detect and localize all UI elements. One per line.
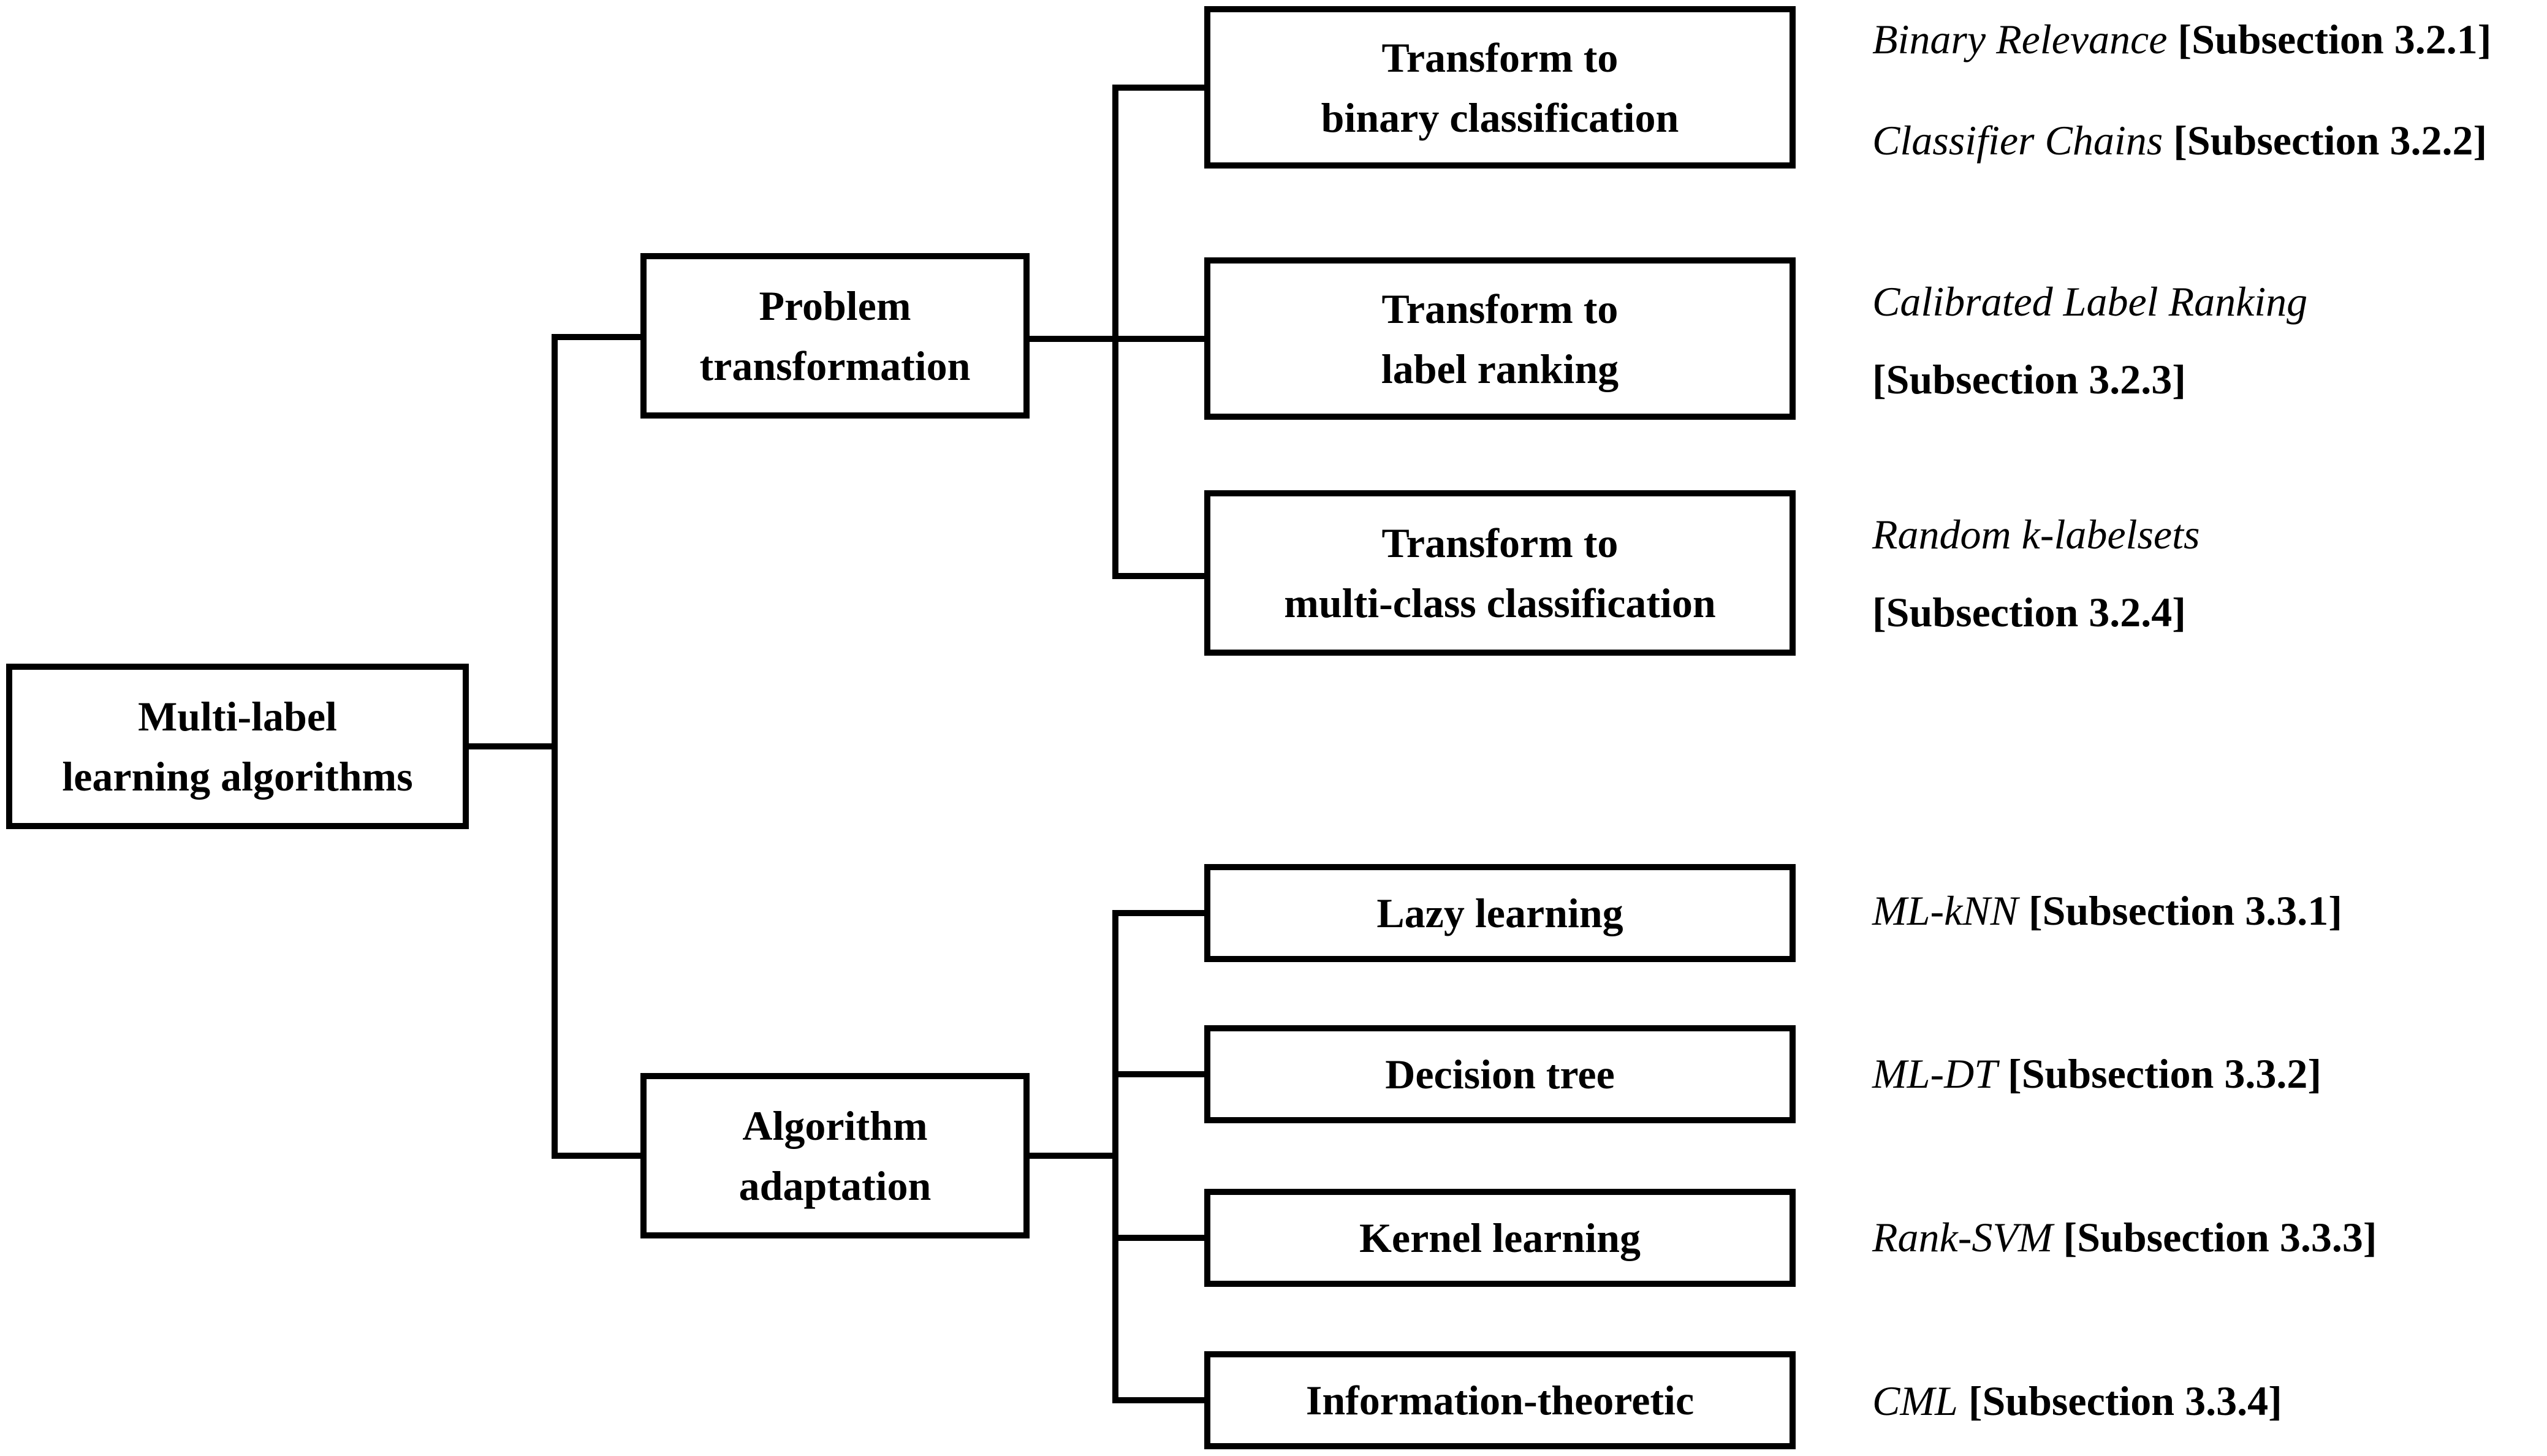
ref-ml-knn: ML-kNN [Subsection 3.3.1] bbox=[1872, 881, 2342, 941]
ref-classifier-chains: Classifier Chains [Subsection 3.2.2] bbox=[1872, 110, 2487, 170]
ref-calibrated-label-ranking-algorithm: Calibrated Label Ranking bbox=[1872, 271, 2307, 332]
algorithm-adaptation-node: Algorithm adaptation bbox=[640, 1073, 1030, 1238]
algorithm-adaptation-line2: adaptation bbox=[738, 1162, 932, 1209]
binary-classification-line2: binary classification bbox=[1321, 94, 1679, 141]
kernel-learning-node: Kernel learning bbox=[1204, 1189, 1796, 1287]
lazy-learning-label: Lazy learning bbox=[1376, 890, 1623, 936]
ref-subsection: [Subsection 3.2.2] bbox=[2173, 117, 2488, 164]
ref-algorithm: ML-DT bbox=[1872, 1050, 1998, 1097]
ref-algorithm: Classifier Chains bbox=[1872, 117, 2163, 164]
root-node-line2: learning algorithms bbox=[62, 753, 413, 800]
multi-class-classification-node: Transform to multi-class classification bbox=[1204, 490, 1796, 656]
ref-subsection: [Subsection 3.3.3] bbox=[2063, 1214, 2377, 1261]
label-ranking-line2: label ranking bbox=[1381, 345, 1619, 392]
problem-transformation-line2: transformation bbox=[699, 343, 971, 389]
multi-class-classification-line2: multi-class classification bbox=[1284, 580, 1716, 626]
decision-tree-label: Decision tree bbox=[1385, 1051, 1615, 1098]
label-ranking-line1: Transform to bbox=[1381, 285, 1619, 332]
multi-class-classification-line1: Transform to bbox=[1381, 520, 1619, 566]
algorithm-adaptation-line1: Algorithm bbox=[742, 1102, 928, 1149]
ref-algorithm: Random k-labelsets bbox=[1872, 511, 2200, 558]
ref-random-k-labelsets-subsection: [Subsection 3.2.4] bbox=[1872, 582, 2186, 642]
ref-binary-relevance: Binary Relevance [Subsection 3.2.1] bbox=[1872, 9, 2491, 69]
ref-subsection: [Subsection 3.3.2] bbox=[2008, 1050, 2321, 1097]
ref-subsection: [Subsection 3.2.1] bbox=[2177, 16, 2492, 63]
ref-subsection: [Subsection 3.2.4] bbox=[1872, 589, 2186, 635]
ref-subsection: [Subsection 3.3.4] bbox=[1968, 1378, 2282, 1424]
ref-algorithm: Calibrated Label Ranking bbox=[1872, 278, 2308, 325]
ref-subsection: [Subsection 3.3.1] bbox=[2029, 887, 2342, 934]
ref-cml: CML [Subsection 3.3.4] bbox=[1872, 1371, 2282, 1431]
ref-algorithm: ML-kNN bbox=[1872, 887, 2018, 934]
ref-calibrated-label-ranking-subsection: [Subsection 3.2.3] bbox=[1872, 349, 2186, 409]
binary-classification-line1: Transform to bbox=[1381, 34, 1619, 81]
problem-transformation-line1: Problem bbox=[759, 282, 911, 329]
ref-random-k-labelsets-algorithm: Random k-labelsets bbox=[1872, 504, 2200, 564]
information-theoretic-node: Information-theoretic bbox=[1204, 1351, 1796, 1449]
binary-classification-node: Transform to binary classification bbox=[1204, 6, 1796, 169]
lazy-learning-node: Lazy learning bbox=[1204, 864, 1796, 962]
ref-ml-dt: ML-DT [Subsection 3.3.2] bbox=[1872, 1044, 2321, 1104]
label-ranking-node: Transform to label ranking bbox=[1204, 257, 1796, 420]
information-theoretic-label: Information-theoretic bbox=[1305, 1377, 1695, 1424]
ref-subsection: [Subsection 3.2.3] bbox=[1872, 356, 2186, 403]
root-node-line1: Multi-label bbox=[138, 693, 337, 740]
ref-algorithm: Rank-SVM bbox=[1872, 1214, 2053, 1261]
decision-tree-node: Decision tree bbox=[1204, 1025, 1796, 1123]
root-node: Multi-label learning algorithms bbox=[6, 664, 469, 829]
ref-algorithm: CML bbox=[1872, 1378, 1958, 1424]
problem-transformation-node: Problem transformation bbox=[640, 253, 1030, 419]
ref-rank-svm: Rank-SVM [Subsection 3.3.3] bbox=[1872, 1207, 2377, 1267]
ref-algorithm: Binary Relevance bbox=[1872, 16, 2168, 63]
kernel-learning-label: Kernel learning bbox=[1359, 1215, 1641, 1261]
